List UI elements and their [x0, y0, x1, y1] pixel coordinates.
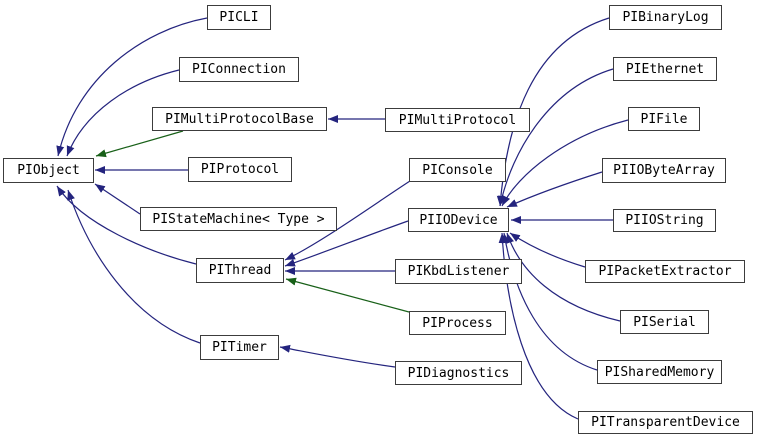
class-node-label: PITransparentDevice: [591, 415, 740, 430]
class-node-label: PITimer: [212, 340, 267, 355]
class-node-PITransparentDevice[interactable]: PITransparentDevice: [578, 411, 753, 434]
inheritance-edge-PIDiagnostics-to-PITimer: [279, 344, 396, 368]
class-node-label: PIProcess: [422, 315, 493, 331]
inheritance-edge-PIIOByteArray-to-PIIODevice: [506, 171, 603, 208]
class-node-PITimer[interactable]: PITimer: [200, 335, 279, 360]
class-node-PIConsole[interactable]: PIConsole: [409, 158, 506, 182]
class-node-label: PIFile: [640, 111, 688, 127]
inheritance-edge-PIPacketExtractor-to-PIIODevice: [509, 232, 586, 268]
class-node-PIFile[interactable]: PIFile: [628, 107, 700, 131]
class-node-PICLI[interactable]: PICLI: [207, 5, 271, 30]
class-node-label: PICLI: [219, 10, 259, 25]
class-node-PIObject[interactable]: PIObject: [3, 158, 94, 183]
class-node-PIKbdListener[interactable]: PIKbdListener: [395, 259, 522, 284]
class-node-PISharedMemory[interactable]: PISharedMemory: [597, 360, 722, 384]
class-node-label: PIIODevice: [419, 212, 498, 228]
inheritance-edge-PITimer-to-PIObject: [67, 189, 201, 344]
class-node-PIThread[interactable]: PIThread: [196, 258, 284, 283]
class-node-label: PIKbdListener: [407, 264, 510, 279]
class-node-PIProtocol[interactable]: PIProtocol: [188, 157, 292, 182]
class-node-label: PIEthernet: [625, 61, 705, 77]
class-node-PIEthernet[interactable]: PIEthernet: [613, 57, 717, 81]
inheritance-edge-PICLI-to-PIObject: [56, 17, 208, 157]
class-node-label: PIConsole: [422, 162, 493, 178]
class-node-PIBinaryLog[interactable]: PIBinaryLog: [609, 5, 722, 30]
class-node-label: PIMultiProtocolBase: [165, 111, 314, 127]
class-node-PIProcess[interactable]: PIProcess: [409, 311, 506, 335]
class-node-label: PIConnection: [192, 62, 286, 77]
inheritance-edge-PISharedMemory-to-PIIODevice: [501, 232, 598, 371]
class-node-label: PIPacketExtractor: [598, 264, 732, 279]
inheritance-edge-PIIODevice-to-PIThread: [284, 220, 409, 267]
class-node-PIMultiProtocol[interactable]: PIMultiProtocol: [385, 108, 530, 132]
class-node-label: PIBinaryLog: [622, 10, 709, 25]
class-node-PIDiagnostics[interactable]: PIDiagnostics: [395, 361, 522, 385]
inheritance-edge-PIMultiProtocolBase-to-PIObject: [95, 130, 184, 158]
class-node-PIStateMachine[interactable]: PIStateMachine< Type >: [140, 207, 337, 231]
class-node-PIIOByteArray[interactable]: PIIOByteArray: [602, 158, 726, 183]
class-node-label: PIIOString: [625, 213, 704, 228]
class-node-label: PIMultiProtocol: [398, 112, 517, 128]
class-node-PISerial[interactable]: PISerial: [620, 310, 709, 334]
class-node-label: PIObject: [17, 163, 80, 178]
inheritance-edge-PIProcess-to-PIThread: [285, 277, 410, 313]
class-node-label: PIStateMachine< Type >: [152, 211, 325, 227]
class-node-PIIOString[interactable]: PIIOString: [613, 209, 716, 232]
class-node-label: PIDiagnostics: [407, 365, 510, 381]
class-node-PIMultiProtocolBase[interactable]: PIMultiProtocolBase: [152, 107, 327, 131]
inheritance-edge-PIConnection-to-PIObject: [66, 69, 180, 157]
inheritance-edge-PIStateMachine-to-PIObject: [94, 183, 141, 215]
class-node-PIIODevice[interactable]: PIIODevice: [408, 208, 509, 232]
inheritance-edge-PIFile-to-PIIODevice: [501, 119, 629, 207]
class-node-PIConnection[interactable]: PIConnection: [179, 57, 299, 82]
class-node-label: PIIOByteArray: [613, 163, 715, 178]
class-node-PIPacketExtractor[interactable]: PIPacketExtractor: [585, 260, 745, 283]
inheritance-edge-PIConsole-to-PIThread: [284, 180, 411, 261]
class-node-label: PIThread: [208, 263, 272, 278]
class-node-label: PISerial: [633, 314, 696, 330]
inheritance-edge-PISerial-to-PIIODevice: [506, 232, 621, 322]
class-node-label: PISharedMemory: [604, 364, 715, 380]
inheritance-edge-PIEthernet-to-PIIODevice: [498, 68, 614, 207]
class-node-label: PIProtocol: [200, 162, 280, 177]
